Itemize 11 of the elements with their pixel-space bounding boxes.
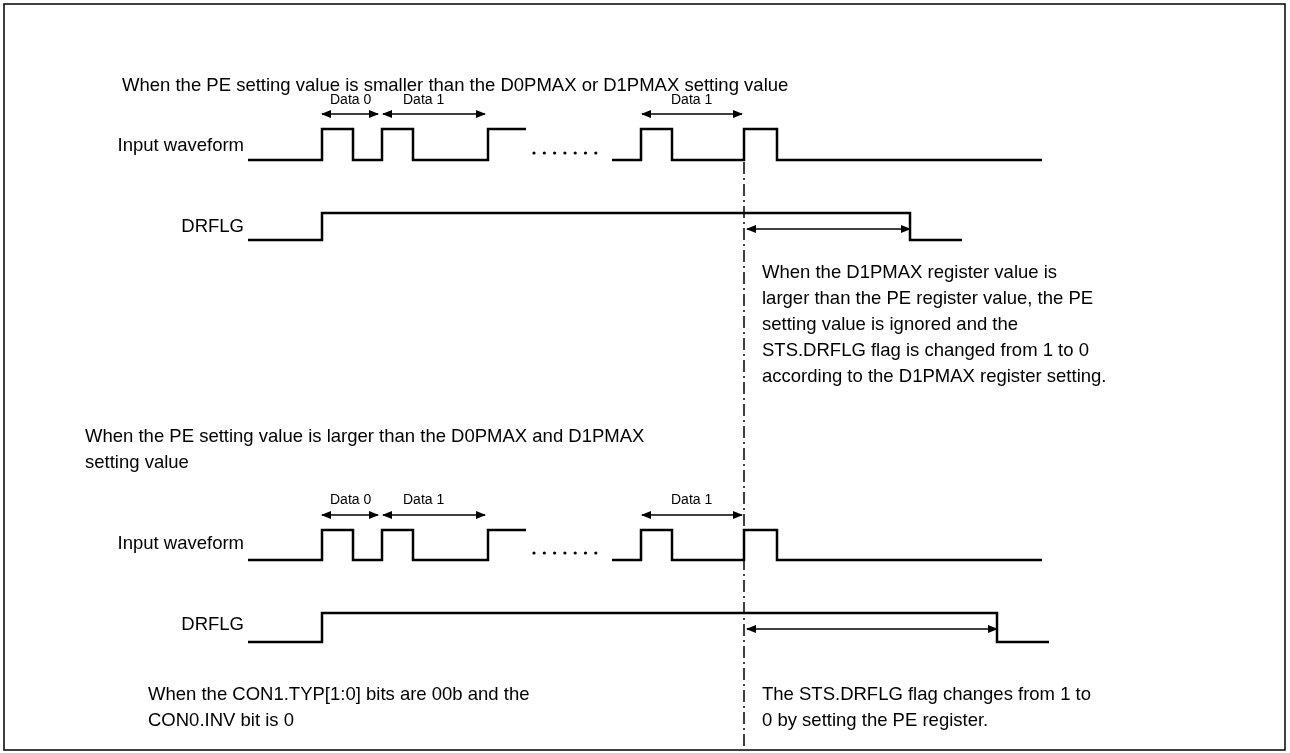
dimension-label: Data 1 xyxy=(671,491,713,507)
signal-name: DRFLG xyxy=(181,214,244,238)
dimension-label: Data 1 xyxy=(403,491,445,507)
title-text: When the PE setting value is larger than the D0PMAX and D1PMAX setting value xyxy=(85,424,646,474)
signal-name: Input waveform xyxy=(117,531,244,555)
note-text: The STS.DRFLG flag changes from 1 to 0 by setting the PE register. xyxy=(762,682,1093,732)
dimension-label: Data 0 xyxy=(330,491,372,507)
note-text: When the D1PMAX register value is larger than the PE register value, the PE setting value is ignored and the STS.DRFLG flag is changed from 1 to 0 according to the D1PMAX register setting. xyxy=(762,260,1107,388)
signal-name: Input waveform xyxy=(117,133,244,157)
signal-name: DRFLG xyxy=(181,612,244,636)
note-text: When the CON1.TYP[1:0] bits are 00b and the CON0.INV bit is 0 xyxy=(148,682,531,732)
